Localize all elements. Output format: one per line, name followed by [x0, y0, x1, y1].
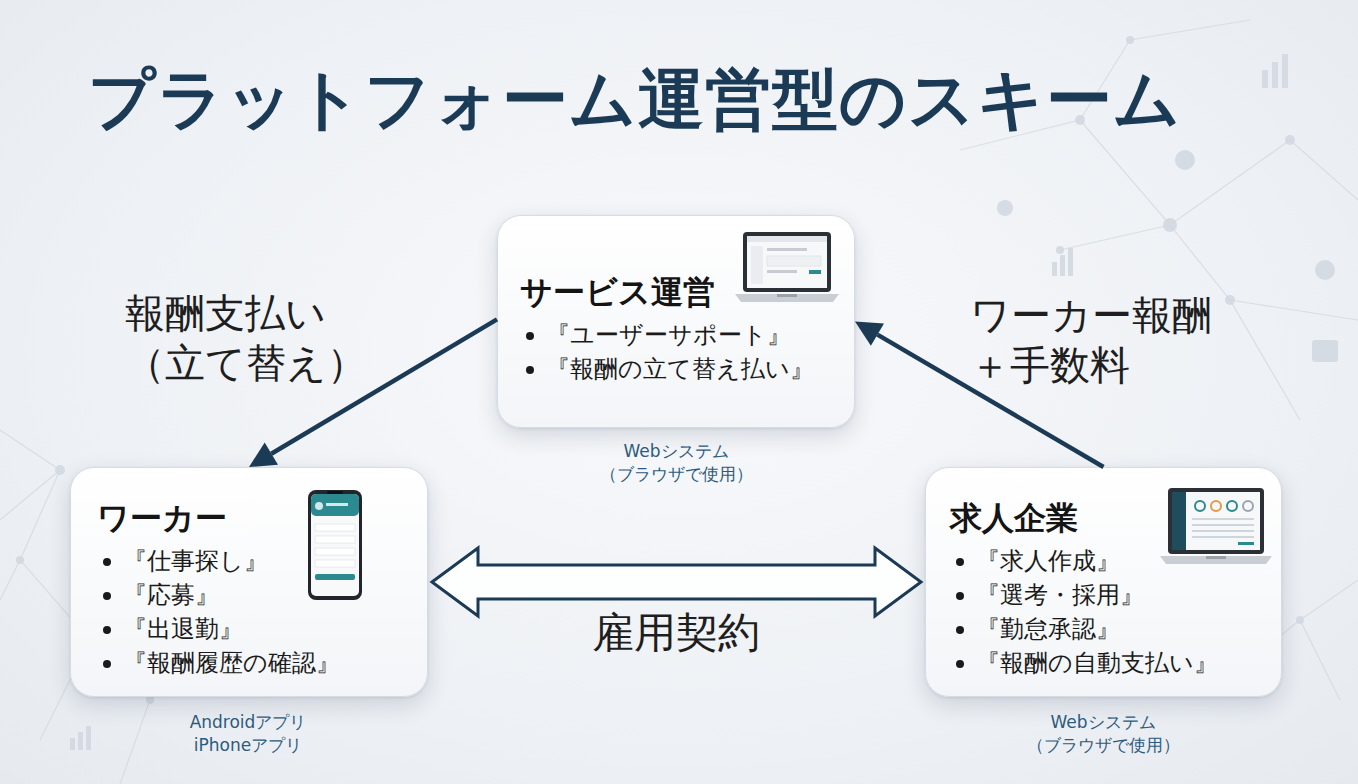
bullet-item: 『報酬の自動支払い』 [950, 646, 1281, 680]
bullet-item: 『報酬の立て替え払い』 [520, 352, 854, 386]
bullet-item: 『仕事探し』 [97, 544, 427, 578]
bullet-item: 『報酬履歴の確認』 [97, 646, 427, 680]
arrow-label: 報酬支払い （立て替え） [125, 288, 367, 388]
phone-illustration [305, 488, 365, 602]
platform-caption: Androidアプリ iPhoneアプリ [190, 711, 307, 757]
platform-caption: Webシステム （ブラウザで使用） [600, 440, 753, 486]
laptop-illustration [733, 230, 841, 308]
arrow-label: 雇用契約 [592, 608, 760, 658]
platform-box: ワーカー『仕事探し』『応募』『出退勤』『報酬履歴の確認』 [70, 467, 428, 697]
bullet-item: 『応募』 [97, 578, 427, 612]
bullet-item: 『選考・採用』 [950, 578, 1281, 612]
bullet-item: 『出退勤』 [97, 612, 427, 646]
box-heading: ワーカー [97, 498, 427, 538]
arrow-label: ワーカー報酬 ＋手数料 [970, 290, 1212, 390]
laptop-illustration [1158, 486, 1274, 570]
bullet-item: 『ユーザーサポート』 [520, 318, 854, 352]
diagram-title: プラットフォーム運営型のスキーム [88, 60, 1182, 139]
platform-caption: Webシステム （ブラウザで使用） [1027, 711, 1180, 757]
bullet-item: 『勤怠承認』 [950, 612, 1281, 646]
double-arrow [432, 548, 921, 616]
